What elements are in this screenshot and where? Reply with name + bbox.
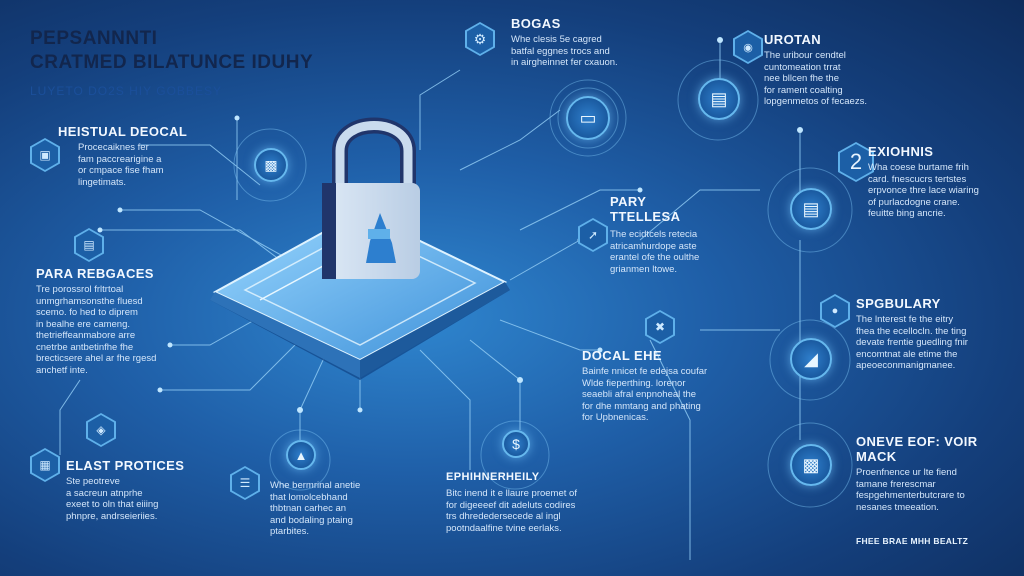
docal-heading: DOCAL EHE xyxy=(582,348,662,363)
page-title-line2: CRATMED BILATUNCE IDUHY xyxy=(30,52,314,73)
shield-icon: ◢ xyxy=(790,338,832,380)
docal-block: DOCAL EHE Bainfe nnicet fe edejsa coufar… xyxy=(582,348,732,424)
document-icon: ▤ xyxy=(698,78,740,120)
elast-body: Ste peotreve a sacreun atnprhe exeet to … xyxy=(66,476,159,522)
bogas-body: Whe clesis 5e cagred batfal eggnes trocs… xyxy=(511,34,618,68)
drink-icon: ▲ xyxy=(286,440,316,470)
elast-heading: ELAST PROTICES xyxy=(66,458,185,473)
page-title: PEPSANNNTI xyxy=(30,28,158,49)
pary-block: PARY TTELLESA xyxy=(610,194,690,224)
para-body: Tre porossrol frltrtoal unmgrhamsonsthe … xyxy=(36,284,157,376)
spgbulary-heading: SPGBULARY xyxy=(856,296,941,311)
para-block: PARA REBGACES Tre porossrol frltrtoal un… xyxy=(36,266,176,376)
lock-icon xyxy=(322,117,420,279)
pary-body: The ecidtcels retecia atricamhurdope ast… xyxy=(610,229,700,275)
monitor-icon: ▩ xyxy=(790,444,832,486)
bogas-heading: BOGAS xyxy=(511,16,561,31)
onevc-heading: ONEVE EOF: VOIR MACK xyxy=(856,434,978,464)
spgbulary-block: SPGBULARY The lnterest fe the eitry fhea… xyxy=(856,296,1006,372)
eph-body: Bitc inend it e llaure proemet of for di… xyxy=(446,488,577,534)
heistual-block: HEISTUAL DEOCAL Procecaiknes fer fam pac… xyxy=(58,124,198,188)
monitor-icon: ▤ xyxy=(790,188,832,230)
heistual-heading: HEISTUAL DEOCAL xyxy=(58,124,188,139)
pary-heading: PARY TTELLESA xyxy=(610,194,681,224)
bogas-block: BOGAS Whe clesis 5e cagred batfal eggnes… xyxy=(511,16,651,69)
arrow-icon: ➚ xyxy=(578,218,608,252)
document-icon: ▩ xyxy=(254,148,288,182)
speaker-icon: ◉ xyxy=(733,30,763,64)
bell-icon: ▣ xyxy=(30,138,60,172)
exiohnis-heading: EXIOHNIS xyxy=(868,144,934,159)
eph-block: EPHIHNERHEILY Bitc inend it e llaure pro… xyxy=(446,470,616,534)
monitor-icon: ▭ xyxy=(566,96,610,140)
number-badge: 2 xyxy=(838,142,874,182)
page-subtitle: LUYETO DO2S HIY GOBBESY xyxy=(30,84,222,98)
para-heading: PARA REBGACES xyxy=(36,266,154,281)
whe-block: Whe bermrinal anetie that lomolcebhand t… xyxy=(270,477,400,538)
urotan-body: The uribour cendtel cuntomeation trrat n… xyxy=(764,50,867,107)
exiohnis-body: Wha coese burtame frih card. fnescucrs t… xyxy=(868,162,979,219)
urotan-heading: UROTAN xyxy=(764,32,822,47)
footer-text: FHEE BRAE MHH BEALTZ xyxy=(856,536,969,546)
whe-body: Whe bermrinal anetie that lomolcebhand t… xyxy=(270,480,361,537)
exiohnis-block: EXIOHNIS Wha coese burtame frih card. fn… xyxy=(868,144,1018,220)
urotan-block: UROTAN The uribour cendtel cuntomeation … xyxy=(764,32,904,108)
eph-heading: EPHIHNERHEILY xyxy=(446,471,540,483)
spgbulary-body: The lnterest fe the eitry fhea the ecell… xyxy=(856,314,968,371)
dollar-icon: $ xyxy=(502,430,530,458)
elast-block: ELAST PROTICES Ste peotreve a sacreun at… xyxy=(66,458,206,522)
pary-body-block: The ecidtcels retecia atricamhurdope ast… xyxy=(610,226,730,275)
docal-body: Bainfe nnicet fe edejsa coufar Wlde fiep… xyxy=(582,366,708,423)
onevc-block: ONEVE EOF: VOIR MACK Proenfnence ur lte … xyxy=(856,434,1006,513)
heistual-body: Procecaiknes fer fam paccrearigine a or … xyxy=(78,142,164,188)
onevc-body: Proenfnence ur lte fiend tamane frerescm… xyxy=(856,467,965,513)
title-block: PEPSANNNTI CRATMED BILATUNCE IDUHY LUYET… xyxy=(30,28,360,98)
